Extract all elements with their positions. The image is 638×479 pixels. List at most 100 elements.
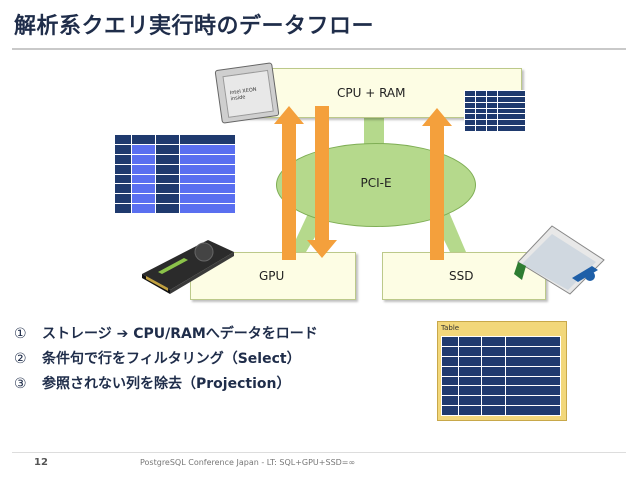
table-cell bbox=[457, 395, 483, 407]
cpu-chip-icon: Intel XEON inside bbox=[214, 62, 280, 124]
table-cell bbox=[114, 203, 132, 214]
table-cell bbox=[505, 345, 561, 357]
table-cell bbox=[155, 193, 181, 205]
table-cell bbox=[457, 345, 483, 357]
table-row bbox=[441, 345, 561, 357]
gpu-card-icon bbox=[142, 240, 234, 294]
cpu-chip-text: Intel XEON inside bbox=[229, 86, 257, 103]
table-cell bbox=[505, 355, 561, 367]
table-cell bbox=[179, 173, 236, 185]
table-cell bbox=[485, 125, 498, 132]
table-cell bbox=[179, 163, 236, 175]
table-cell bbox=[155, 134, 181, 145]
table-cell bbox=[155, 203, 181, 214]
cpu-ram-label: CPU + RAM bbox=[337, 86, 406, 100]
table-row bbox=[114, 153, 236, 165]
table-cell bbox=[155, 143, 181, 155]
table-row bbox=[114, 193, 236, 205]
table-cell bbox=[505, 336, 561, 347]
table-cell bbox=[481, 385, 507, 397]
storage-table-box: Table bbox=[437, 321, 567, 421]
table-cell bbox=[481, 395, 507, 407]
page-number: 12 bbox=[34, 457, 48, 468]
table-cell bbox=[505, 395, 561, 407]
bullet-text: ストレージ ➔ CPU/RAMへデータをロード bbox=[42, 326, 318, 342]
table-cell bbox=[155, 183, 181, 195]
table-row bbox=[441, 365, 561, 377]
table-cell bbox=[130, 143, 157, 155]
table-cell bbox=[496, 125, 527, 132]
table-row bbox=[441, 405, 561, 416]
table-cell bbox=[179, 134, 236, 145]
table-row bbox=[114, 183, 236, 195]
ssd-card-icon bbox=[514, 225, 605, 295]
table-row bbox=[441, 355, 561, 367]
table-row bbox=[114, 163, 236, 175]
bullet-text: 条件句で行をフィルタリング（Select） bbox=[42, 351, 301, 367]
table-cell bbox=[457, 385, 483, 397]
loaded-table-icon bbox=[114, 134, 236, 214]
storage-table-icon bbox=[441, 336, 561, 416]
table-cell bbox=[155, 173, 181, 185]
table-cell bbox=[457, 375, 483, 387]
table-cell bbox=[481, 375, 507, 387]
table-cell bbox=[114, 134, 132, 145]
table-label: Table bbox=[441, 324, 460, 332]
table-row bbox=[441, 336, 561, 347]
table-row bbox=[114, 173, 236, 185]
table-cell bbox=[114, 193, 132, 205]
table-cell bbox=[505, 385, 561, 397]
slide-title: 解析系クエリ実行時のデータフロー bbox=[14, 14, 375, 39]
table-cell bbox=[114, 173, 132, 185]
cpu-table-icon bbox=[464, 90, 527, 132]
table-cell bbox=[505, 375, 561, 387]
table-cell bbox=[457, 365, 483, 377]
cpu-pcie-link bbox=[364, 116, 384, 148]
footer-divider bbox=[12, 452, 626, 453]
table-row bbox=[441, 385, 561, 397]
table-cell bbox=[464, 125, 476, 132]
gpu-label: GPU bbox=[259, 269, 285, 283]
table-cell bbox=[130, 203, 157, 214]
table-cell bbox=[441, 355, 459, 367]
table-cell bbox=[441, 375, 459, 387]
table-row bbox=[441, 375, 561, 387]
table-cell bbox=[441, 365, 459, 377]
table-cell bbox=[114, 153, 132, 165]
table-cell bbox=[505, 405, 561, 416]
table-cell bbox=[155, 153, 181, 165]
table-cell bbox=[130, 163, 157, 175]
table-cell bbox=[505, 365, 561, 377]
table-cell bbox=[179, 183, 236, 195]
table-cell bbox=[474, 125, 487, 132]
table-cell bbox=[481, 336, 507, 347]
table-cell bbox=[114, 183, 132, 195]
table-cell bbox=[441, 345, 459, 357]
table-row bbox=[114, 203, 236, 214]
footer-text: PostgreSQL Conference Japan - LT: SQL+GP… bbox=[140, 458, 356, 467]
table-row bbox=[114, 143, 236, 155]
table-cell bbox=[441, 336, 459, 347]
gpu-to-cpu-arrow bbox=[274, 106, 304, 260]
table-cell bbox=[155, 163, 181, 175]
table-row bbox=[114, 134, 236, 145]
table-cell bbox=[481, 355, 507, 367]
title-divider bbox=[12, 48, 626, 50]
table-cell bbox=[481, 405, 507, 416]
table-cell bbox=[441, 385, 459, 397]
table-cell bbox=[114, 163, 132, 175]
pcie-label: PCI-E bbox=[360, 176, 392, 190]
table-cell bbox=[441, 405, 459, 416]
table-cell bbox=[179, 203, 236, 214]
ssd-label: SSD bbox=[449, 269, 474, 283]
table-cell bbox=[457, 336, 483, 347]
table-cell bbox=[130, 134, 157, 145]
table-cell bbox=[130, 183, 157, 195]
table-cell bbox=[179, 153, 236, 165]
table-row bbox=[464, 125, 527, 132]
